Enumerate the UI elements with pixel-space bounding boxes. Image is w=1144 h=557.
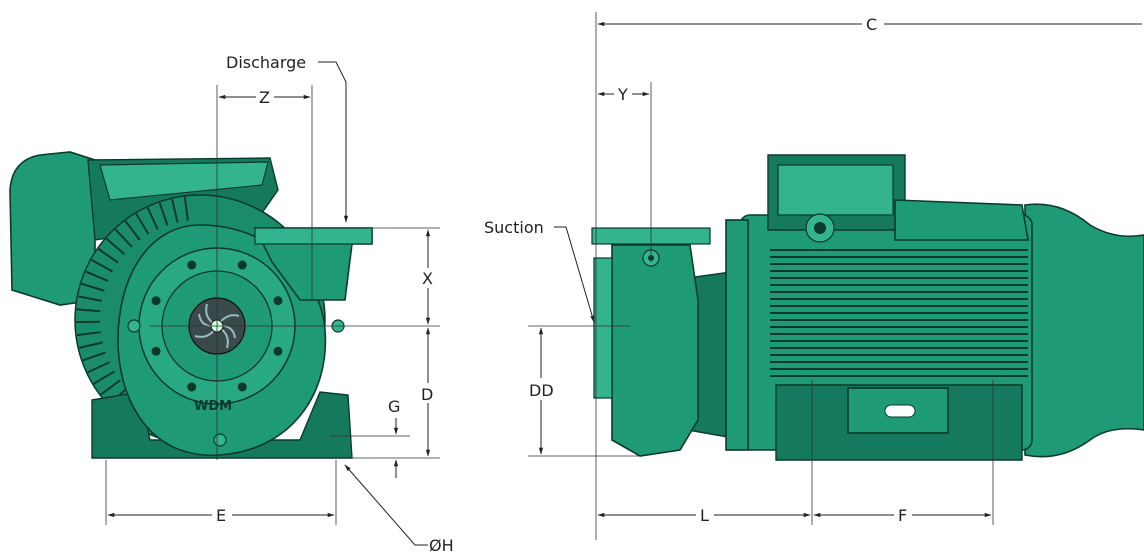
motor-fin (158, 202, 169, 226)
pump-logo: WDM (194, 399, 232, 414)
dim-label-f: F (898, 506, 907, 525)
dim-label-y: Y (617, 85, 628, 104)
motor-fin (78, 295, 103, 302)
front-view: WDM Z Discharge X D G E (9, 53, 454, 555)
motor-fin (124, 220, 141, 241)
cover-bolt (187, 382, 197, 392)
motor-fin (93, 370, 115, 385)
motor-fin (183, 196, 189, 221)
motor-side-fins (770, 249, 1028, 377)
side-view: C Y Suction DD L F (484, 12, 1144, 540)
dim-label-d: D (421, 385, 433, 404)
motor-fin (81, 282, 105, 292)
motor-fin (100, 379, 121, 396)
cover-bolt (151, 346, 161, 356)
motor-fin (135, 213, 150, 235)
motor-fin (85, 270, 109, 282)
cover-bolt (237, 382, 247, 392)
motor-fin (91, 259, 114, 273)
motor-fin (146, 207, 159, 230)
dim-label-l: L (700, 506, 709, 525)
suction-label: Suction (484, 218, 544, 237)
motor-fin (97, 248, 119, 264)
motor-fin (114, 228, 133, 248)
dim-label-x: X (422, 269, 433, 288)
motor-fin (87, 361, 110, 374)
cover-bolt (273, 296, 283, 306)
cover-bolt (273, 346, 283, 356)
motor-fin (76, 331, 101, 337)
discharge-flange (254, 227, 373, 245)
cover-bolt (237, 260, 247, 270)
motor-fin (171, 198, 179, 223)
motor-fin (82, 351, 106, 362)
side-pump-casing (611, 244, 699, 457)
suction-flange (593, 257, 613, 399)
dim-label-g: G (388, 397, 400, 416)
dim-label-z: Z (259, 88, 270, 107)
dim-label-oh: ØH (429, 536, 454, 555)
motor-end-cap (1024, 203, 1144, 458)
discharge-label: Discharge (226, 53, 306, 72)
motor-fin (78, 341, 103, 349)
cover-bolt (187, 260, 197, 270)
dim-label-c: C (866, 15, 877, 34)
cover-bolt (151, 296, 161, 306)
dim-label-e: E (216, 506, 226, 525)
dim-label-dd: DD (529, 381, 554, 400)
motor-fin (105, 237, 126, 256)
motor-fin (76, 308, 101, 313)
cover-bolts (151, 260, 283, 392)
